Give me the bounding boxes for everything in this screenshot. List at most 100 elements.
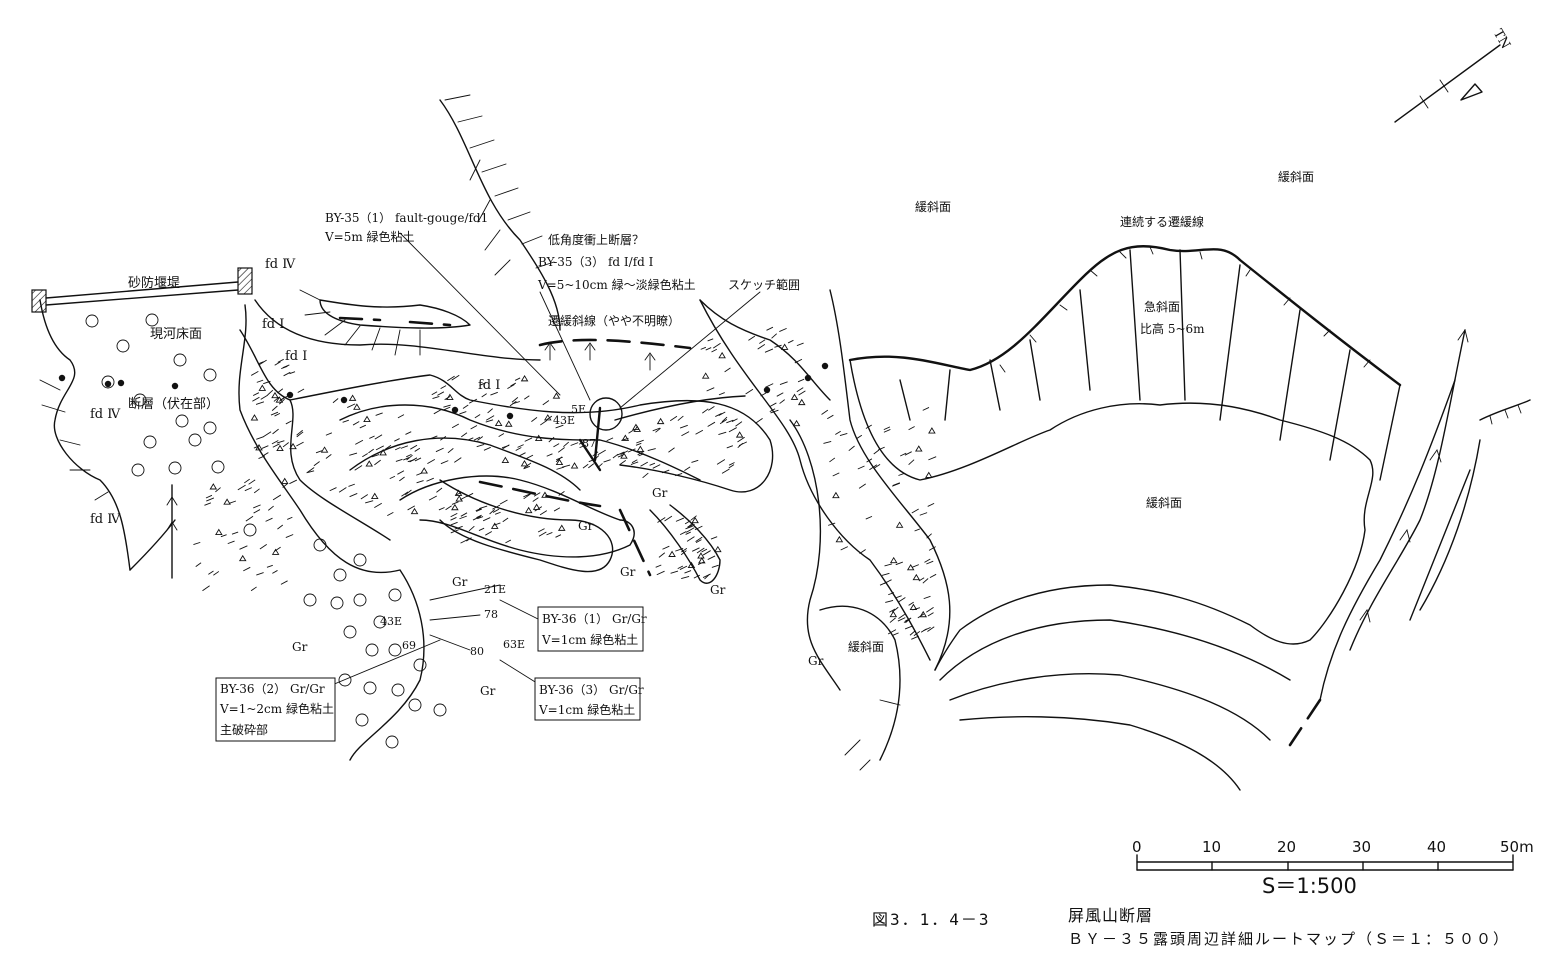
gravel-circle bbox=[413, 658, 427, 672]
stream-lines bbox=[1288, 328, 1481, 747]
debris-triangle bbox=[797, 398, 806, 406]
debris-dash bbox=[918, 577, 925, 582]
debris-dash bbox=[263, 431, 272, 438]
debris-dash bbox=[505, 539, 512, 544]
debris-dash bbox=[546, 532, 553, 536]
debris-dash bbox=[512, 401, 521, 405]
debris-dash bbox=[765, 383, 774, 388]
debris-dash bbox=[462, 404, 469, 409]
label-hikou: 比高 5~6m bbox=[1140, 321, 1205, 336]
debris-dash bbox=[827, 414, 834, 420]
debris-dash bbox=[443, 406, 451, 411]
debris-dash bbox=[721, 416, 728, 423]
debris-dash bbox=[466, 537, 472, 542]
debris-dash bbox=[895, 561, 903, 566]
debris-dash bbox=[764, 348, 774, 353]
debris-dash bbox=[926, 560, 934, 565]
debris-dash bbox=[878, 446, 885, 451]
scale-label: S＝1:500 bbox=[1262, 874, 1357, 898]
debris-dash bbox=[635, 442, 642, 446]
debris-dash bbox=[695, 536, 703, 542]
debris-dash bbox=[263, 452, 269, 457]
debris-dash bbox=[431, 391, 438, 396]
scale-tick: 40 bbox=[1427, 838, 1446, 856]
label-genkasho: 現河床面 bbox=[150, 327, 202, 342]
debris-dash bbox=[692, 547, 700, 552]
debris-dash bbox=[492, 508, 500, 513]
debris-dash bbox=[684, 520, 691, 525]
debris-triangle bbox=[668, 550, 676, 557]
debris-dash bbox=[728, 464, 735, 469]
debris-dash bbox=[670, 570, 679, 574]
debris-dash bbox=[492, 504, 501, 510]
debris-dash bbox=[562, 464, 571, 468]
debris-dash bbox=[430, 435, 438, 440]
debris-dash bbox=[514, 377, 521, 381]
debris-dash bbox=[477, 436, 484, 441]
debris-dash bbox=[540, 419, 548, 426]
debris-dash bbox=[588, 463, 595, 469]
debris-dash bbox=[865, 515, 873, 520]
debris-dash bbox=[432, 395, 440, 400]
gravel-circle bbox=[143, 435, 157, 449]
debris-dash bbox=[647, 448, 656, 451]
debris-triangle bbox=[271, 391, 279, 399]
debris-dash bbox=[266, 564, 273, 568]
debris-dash bbox=[405, 489, 412, 496]
debris-dash bbox=[482, 517, 491, 522]
debris-dash bbox=[507, 384, 515, 389]
debris-dash bbox=[718, 392, 725, 396]
debris-dash bbox=[229, 500, 237, 504]
debris-dash bbox=[479, 505, 488, 509]
debris-dash bbox=[475, 508, 483, 512]
debris-dash bbox=[677, 565, 684, 570]
north-label: TN bbox=[1490, 27, 1513, 52]
debris-dash bbox=[631, 459, 638, 464]
gravel-circle bbox=[433, 703, 447, 717]
debris-dash bbox=[726, 445, 734, 449]
debris-dash bbox=[728, 427, 737, 433]
label-sabo: 砂防堰堤 bbox=[128, 275, 180, 291]
gravel-circle bbox=[145, 313, 159, 327]
debris-dash bbox=[205, 494, 213, 499]
gravel-circle bbox=[175, 414, 189, 428]
debris-dash bbox=[485, 531, 493, 536]
debris-dash bbox=[274, 412, 281, 417]
outcrop-dot bbox=[117, 379, 125, 387]
box-by36-3-l2: V=1cm 緑色粘土 bbox=[538, 702, 635, 717]
debris-triangle bbox=[353, 403, 361, 410]
debris-dash bbox=[914, 528, 921, 532]
attitude: 78 bbox=[484, 608, 498, 621]
debris-dash bbox=[526, 454, 534, 459]
debris-dash bbox=[267, 505, 274, 511]
debris-dash bbox=[627, 448, 636, 453]
debris-dash bbox=[555, 424, 564, 429]
debris-dash bbox=[435, 447, 444, 453]
debris-dash bbox=[721, 468, 730, 474]
scale-tick: 10 bbox=[1202, 838, 1221, 856]
attitude: 80 bbox=[470, 645, 484, 658]
gravel-circle bbox=[173, 353, 187, 367]
box-by36-1-l2: V=1cm 緑色粘土 bbox=[541, 632, 638, 647]
debris-dash bbox=[478, 527, 485, 531]
debris-dash bbox=[900, 452, 907, 457]
debris-dash bbox=[460, 432, 468, 438]
outcrop-dot bbox=[286, 391, 294, 399]
debris-dash bbox=[681, 548, 688, 553]
debris-dash bbox=[796, 387, 804, 393]
label-fdI-3: fd Ⅰ bbox=[478, 378, 500, 393]
debris-dash bbox=[447, 375, 455, 382]
debris-dash bbox=[620, 450, 629, 456]
debris-dash bbox=[592, 451, 599, 457]
outcrop-dot bbox=[171, 382, 179, 390]
debris-dash bbox=[889, 617, 896, 623]
label-fdIV-2: fd Ⅳ bbox=[90, 407, 121, 422]
debris-dash bbox=[582, 463, 589, 469]
debris-dash bbox=[395, 458, 403, 462]
debris-dash bbox=[403, 457, 410, 461]
debris-triangle bbox=[718, 351, 726, 359]
debris-dash bbox=[612, 453, 619, 459]
debris-dash bbox=[477, 516, 484, 520]
debris-triangle bbox=[633, 425, 642, 432]
debris-triangle bbox=[504, 420, 513, 427]
